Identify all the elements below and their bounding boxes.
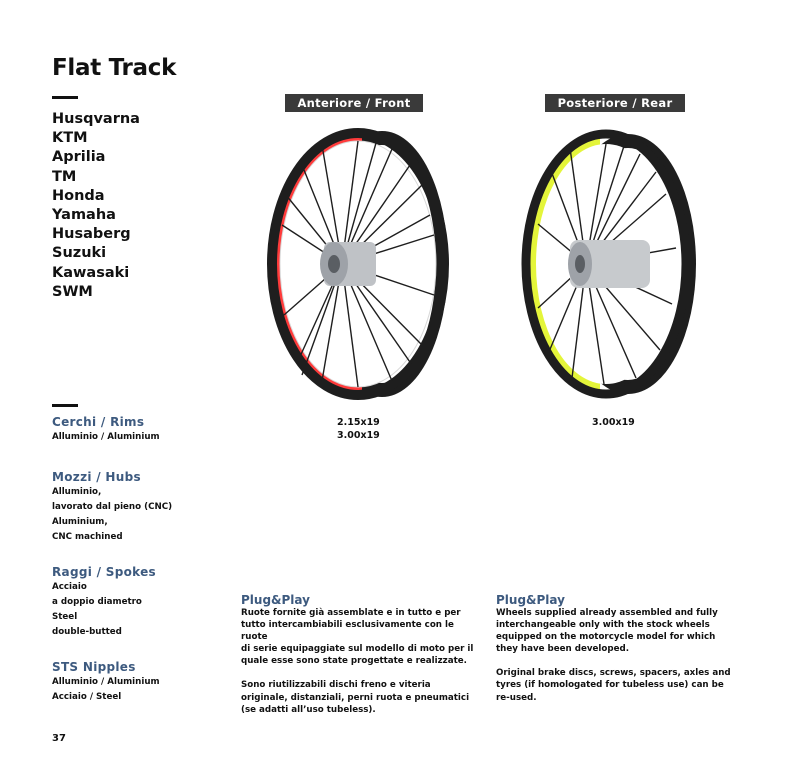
rear-size: 3.00x19 [592, 417, 635, 428]
plugplay-it-line: Sono riutilizzabili dischi freno e viter… [241, 680, 431, 691]
rims-section: Cerchi / Rims Alluminio / Aluminium [52, 415, 160, 445]
hubs-title: Mozzi / Hubs [52, 470, 141, 484]
rear-sizes: 3.00x19 [592, 416, 635, 429]
brand-item: TM [52, 168, 77, 185]
page-number: 37 [52, 733, 66, 744]
spokes-section: Raggi / Spokes Acciaio a doppio diametro… [52, 565, 156, 640]
plugplay-it-title: Plug&Play [241, 593, 310, 607]
plugplay-en-line: equipped on the motorcycle model for whi… [496, 632, 716, 643]
brand-list: Husqvarna KTM Aprilia TM Honda Yamaha Hu… [52, 110, 140, 302]
hubs-line: lavorato dal pieno (CNC) [52, 502, 173, 512]
spokes-title: Raggi / Spokes [52, 565, 156, 579]
page-title: Flat Track [52, 55, 177, 81]
section-divider [52, 404, 78, 407]
spokes-line: double-butted [52, 627, 122, 637]
plugplay-it-line: quale esse sono state progettate e reali… [241, 656, 467, 667]
plugplay-it-line: originale, distanziali, perni ruota e pn… [241, 692, 470, 703]
brand-item: SWM [52, 283, 93, 300]
hubs-section: Mozzi / Hubs Alluminio, lavorato dal pie… [52, 470, 172, 545]
plugplay-it-line: (se adatti all’uso tubeless). [241, 704, 376, 715]
nipples-section: STS Nipples Alluminio / Aluminium Acciai… [52, 660, 160, 705]
brand-item: Honda [52, 187, 105, 204]
brand-item: Kawasaki [52, 264, 130, 281]
rims-title: Cerchi / Rims [52, 415, 145, 429]
brand-item: Suzuki [52, 245, 107, 262]
spokes-line: Acciaio [52, 582, 87, 592]
brand-item: Yamaha [52, 207, 116, 224]
spokes-line: Steel [52, 612, 78, 622]
brand-item: Aprilia [52, 149, 106, 166]
plugplay-english: Plug&Play Wheels supplied already assemb… [496, 593, 746, 704]
front-size: 2.15x19 [337, 417, 380, 428]
plugplay-en-line: tyres (if homologated for tubeless use) … [496, 680, 724, 691]
plugplay-en-title: Plug&Play [496, 593, 565, 607]
nipples-line: Acciaio / Steel [52, 692, 122, 702]
plugplay-en-line: interchangeable only with the stock whee… [496, 620, 710, 631]
brand-item: Husaberg [52, 226, 131, 243]
plugplay-en-line: Wheels supplied already assembled and fu… [496, 608, 718, 618]
spokes-line: a doppio diametro [52, 597, 142, 607]
front-size: 3.00x19 [337, 430, 380, 441]
plugplay-it-line: tutto intercambiabili esclusivamente con… [241, 620, 454, 643]
hubs-line: CNC machined [52, 532, 123, 542]
rear-wheel-image [521, 129, 696, 399]
nipples-title: STS Nipples [52, 660, 136, 674]
front-header: Anteriore / Front [285, 94, 423, 112]
plugplay-it-line: Ruote fornite già assemblate e in tutto … [241, 608, 461, 618]
hubs-line: Alluminio, [52, 487, 102, 497]
plugplay-it-line: di serie equipaggiate sul modello di mot… [241, 644, 474, 655]
brand-item: Husqvarna [52, 111, 140, 127]
plugplay-italian: Plug&Play Ruote fornite già assemblate e… [241, 593, 481, 716]
nipples-line: Alluminio / Aluminium [52, 677, 160, 687]
rims-line: Alluminio / Aluminium [52, 432, 160, 442]
plugplay-en-line: re-used. [496, 692, 537, 703]
rear-header: Posteriore / Rear [545, 94, 685, 112]
title-underline [52, 96, 78, 99]
front-wheel-image [267, 128, 449, 400]
plugplay-en-line: they have been developed. [496, 644, 629, 655]
front-sizes: 2.15x19 3.00x19 [337, 416, 380, 442]
plugplay-en-line: Original brake discs, screws, spacers, a… [496, 668, 731, 679]
brand-item: KTM [52, 130, 88, 147]
hubs-line: Aluminium, [52, 517, 108, 527]
